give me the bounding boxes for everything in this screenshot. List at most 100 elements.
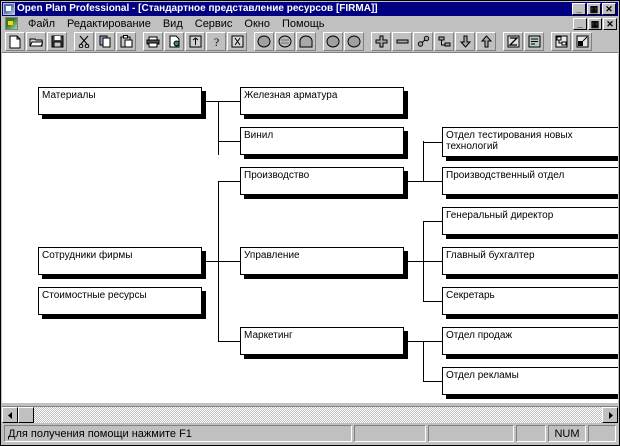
connector-line [404,261,424,262]
connector-line [218,101,240,102]
zoom-z-icon[interactable] [503,32,523,51]
connector-line [218,141,240,142]
diagram-node[interactable]: Управление [240,247,404,275]
add-plus-icon[interactable] [371,32,391,51]
ellipse-solid-icon[interactable] [254,32,274,51]
cut-scissors-icon[interactable] [74,32,94,51]
scroll-thumb[interactable] [18,407,34,423]
move-down-icon[interactable] [455,32,475,51]
diagram-node[interactable]: Главный бухгалтер [442,247,618,275]
menu-item-file[interactable]: Файл [28,17,56,30]
restore-icon: ▦ [590,18,600,29]
connector-line [423,181,442,182]
diagram-node[interactable]: Железная арматура [240,87,404,115]
status-bar: Для получения помощи нажмите F1 NUM [2,423,618,444]
menu-item-view[interactable]: Вид [162,17,183,30]
connector-line [404,181,424,182]
diagram-node[interactable]: Материалы [38,87,202,115]
diagram-node[interactable]: Сотрудники фирмы [38,247,202,275]
scroll-right-button[interactable] [602,407,618,423]
help-arrow-icon[interactable] [227,32,247,51]
menu-item-tools[interactable]: Сервис [194,17,233,30]
connector-line [423,141,424,181]
paste-icon[interactable] [116,32,136,51]
move-up-icon[interactable] [476,32,496,51]
connector-line [202,101,219,102]
title-bar[interactable]: Open Plan Professional - [Стандартное пр… [2,2,618,16]
diagram-node[interactable]: Отдел тестирования новых технологий [442,127,618,157]
menu-item-edit[interactable]: Редактирование [67,17,151,30]
diagram-node[interactable]: Маркетинг [240,327,404,355]
chevron-left-icon [7,411,12,419]
connector-line [218,181,240,182]
connector-line [404,341,424,342]
diagram-node[interactable]: Винил [240,127,404,155]
diagram-node[interactable]: Производственный отдел [442,167,618,195]
status-panel-2 [428,425,514,442]
menu-bar: Файл Редактирование Вид Сервис Окно Помо… [2,16,618,31]
minimize-icon: _ [576,4,582,14]
child-minimize-button[interactable]: _ [573,17,587,30]
diagram-node[interactable]: Отдел продаж [442,327,618,355]
menu-item-help[interactable]: Помощь [281,17,325,30]
fullscreen-icon[interactable] [572,32,592,51]
status-badge-num: NUM [548,425,586,442]
scroll-track[interactable] [18,407,602,423]
circle-grey2-icon[interactable] [344,32,364,51]
diagram-node[interactable]: Секретарь [442,287,618,315]
minimize-icon: _ [577,18,583,29]
close-button[interactable]: ✕ [602,3,616,15]
help-question-icon[interactable]: ? [206,32,226,51]
connector-line [218,101,219,155]
child-restore-button[interactable]: ▦ [588,17,602,30]
svg-text:?: ? [213,35,218,48]
circle-grey-icon[interactable] [323,32,343,51]
layout-icon[interactable] [551,32,571,51]
save-disk-icon[interactable] [47,32,67,51]
horizontal-scrollbar[interactable] [2,406,618,423]
connector-line [423,341,442,342]
remove-minus-icon[interactable] [392,32,412,51]
child-window-controls: _ ▦ ✕ [573,17,618,30]
toolbar: ? [2,31,618,53]
shape-rounded-icon[interactable] [296,32,316,51]
ellipse-pattern-icon[interactable] [275,32,295,51]
close-icon: ✕ [605,4,613,14]
chevron-right-icon [608,411,613,419]
open-folder-icon[interactable] [26,32,46,51]
restore-icon: ▦ [589,4,599,14]
restore-button[interactable]: ▦ [587,3,601,15]
document-icon[interactable] [5,17,18,30]
connector-line [423,261,442,262]
window-controls: _ ▦ ✕ [572,3,617,15]
print-preview-icon[interactable] [164,32,184,51]
menu-item-window[interactable]: Окно [244,17,270,30]
diagram-node[interactable]: Генеральный директор [442,207,618,235]
connector-line [218,341,240,342]
hierarchy-icon[interactable] [434,32,454,51]
connector-line [423,221,442,222]
new-file-icon[interactable] [5,32,25,51]
diagram-node[interactable]: Производство [240,167,404,195]
diagram-node[interactable]: Стоимостные ресурсы [38,287,202,315]
scroll-left-button[interactable] [2,407,18,423]
child-close-button[interactable]: ✕ [603,17,617,30]
copy-icon[interactable] [95,32,115,51]
minimize-button[interactable]: _ [572,3,586,15]
print-icon[interactable] [143,32,163,51]
window-title: Open Plan Professional - [Стандартное пр… [17,3,378,14]
connector-line [423,381,442,382]
diagram-node[interactable]: Отдел рекламы [442,367,618,395]
report-icon[interactable] [524,32,544,51]
status-panel-5 [588,425,616,442]
open-plan-icon [3,3,15,15]
sort-icon[interactable] [185,32,205,51]
connector-line [423,301,442,302]
connector-line [423,341,424,381]
link-icon[interactable] [413,32,433,51]
connector-line [202,261,219,262]
connector-line [423,142,442,143]
